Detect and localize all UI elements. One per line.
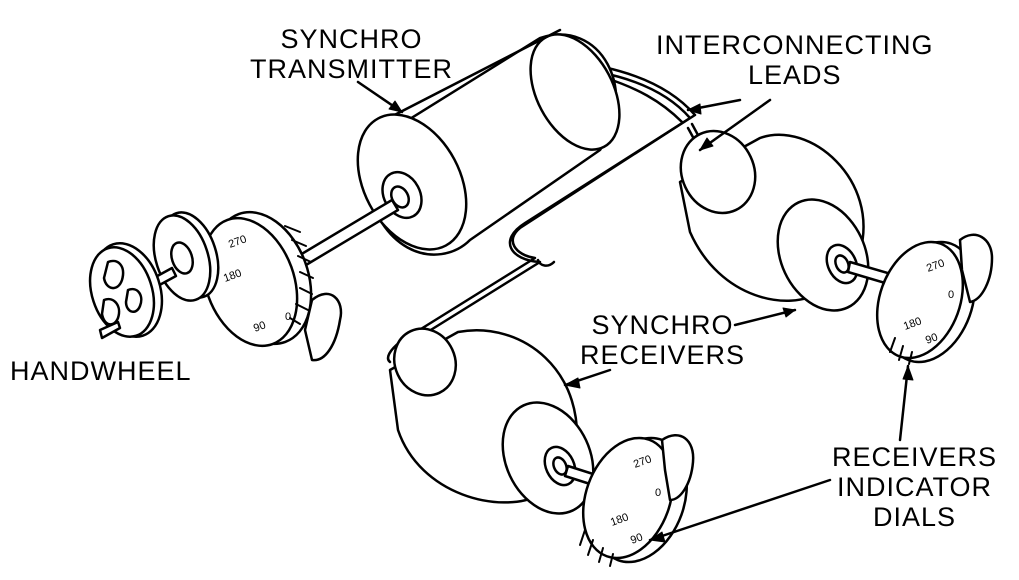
- label-line: DIALS: [873, 502, 957, 532]
- label-line: HANDWHEEL: [10, 356, 192, 386]
- label-line: SYNCHRO: [280, 24, 423, 54]
- dial-mark: 90: [629, 531, 645, 546]
- transmitter-dial: 270 180 90 0: [201, 210, 314, 348]
- label-synchro-transmitter: SYNCHRO TRANSMITTER: [250, 24, 453, 84]
- dial-mark: 0: [285, 311, 291, 323]
- label-line: INDICATOR: [837, 472, 993, 502]
- label-line: RECEIVERS: [580, 340, 746, 370]
- label-interconnecting-leads: INTERCONNECTING LEADS: [656, 30, 934, 90]
- dial-mark: 90: [252, 319, 268, 334]
- label-receivers-indicator-dials: RECEIVERS INDICATOR DIALS: [832, 442, 997, 532]
- dial-mark: 180: [609, 511, 630, 529]
- label-handwheel: HANDWHEEL: [10, 356, 192, 386]
- label-line: LEADS: [747, 60, 842, 90]
- dial-mark: 0: [948, 289, 954, 301]
- receiver-bottom-index-pointer: [660, 434, 695, 502]
- receiver-right-dial: 270 0 180 90: [875, 240, 977, 365]
- dial-mark: 270: [227, 233, 248, 251]
- dial-mark: 90: [924, 331, 940, 346]
- dial-mark: 180: [902, 315, 923, 333]
- leader-leads-2: [698, 98, 772, 152]
- dial-mark: 270: [632, 453, 653, 471]
- label-line: INTERCONNECTING: [656, 30, 934, 60]
- dial-mark: 0: [655, 487, 661, 499]
- transmitter-index-pointer: [303, 292, 343, 362]
- dial-mark: 270: [925, 257, 946, 275]
- arrowheads: [388, 100, 914, 543]
- label-line: RECEIVERS: [832, 442, 998, 472]
- dial-mark: 180: [222, 267, 243, 285]
- synchro-receiver-right: [678, 129, 870, 312]
- receiver-right-index-pointer: [958, 233, 994, 304]
- leader-dial-bottom: [648, 478, 832, 542]
- label-line: SYNCHRO: [591, 310, 734, 340]
- transmitter-shaft: [298, 198, 400, 267]
- synchro-receiver-bottom: [388, 327, 595, 515]
- label-line: TRANSMITTER: [250, 54, 453, 84]
- label-synchro-receivers: SYNCHRO RECEIVERS: [580, 310, 745, 370]
- handwheel: [88, 242, 164, 340]
